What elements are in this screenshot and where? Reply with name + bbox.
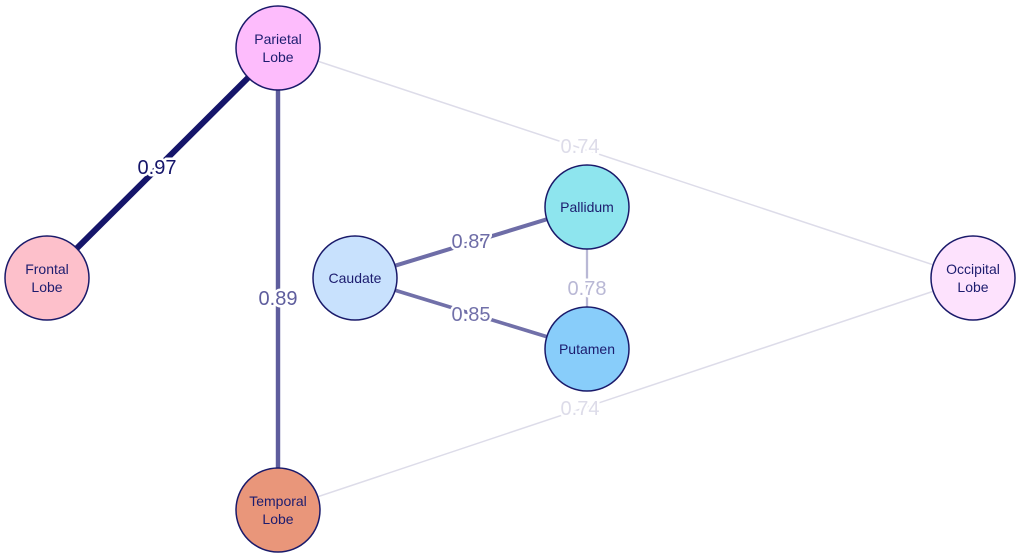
node-label: Temporal — [249, 493, 307, 509]
node-label: Parietal — [254, 31, 301, 47]
edge-parietal-frontal — [44, 45, 281, 281]
node-label: Lobe — [262, 511, 293, 527]
edge-label-parietal-frontal: 0.97 — [138, 157, 177, 179]
node-circle[interactable] — [235, 5, 321, 91]
node-label: Lobe — [31, 279, 62, 295]
edge-label-parietal-temporal: 0.89 — [259, 288, 298, 310]
node-label: Frontal — [25, 261, 69, 277]
node-label: Putamen — [559, 341, 615, 357]
node-label: Occipital — [946, 261, 1000, 277]
node-caudate[interactable]: Caudate — [312, 235, 398, 321]
edge-label-caudate-putamen: 0.85 — [452, 304, 491, 326]
node-label: Caudate — [329, 270, 382, 286]
node-circle[interactable] — [312, 235, 398, 321]
node-putamen[interactable]: Putamen — [544, 306, 630, 392]
edge-parietal-occipital — [277, 47, 974, 279]
edge-label-pallidum-putamen: 0.78 — [568, 278, 607, 300]
node-circle[interactable] — [544, 164, 630, 250]
node-label: Lobe — [262, 49, 293, 65]
node-circle[interactable] — [930, 235, 1016, 321]
node-label: Lobe — [957, 279, 988, 295]
node-circle[interactable] — [235, 467, 321, 553]
edge-label-parietal-occipital: 0.74 — [561, 136, 600, 158]
nodes: ParietalLobeFrontalLobeCaudatePallidumPu… — [4, 5, 1016, 553]
edge-temporal-occipital — [277, 277, 974, 511]
edge-labels: 0.74 0.74 0.78 0.85 0.87 0.89 0.97 — [135, 134, 609, 423]
node-circle[interactable] — [4, 235, 90, 321]
node-circle[interactable] — [544, 306, 630, 392]
edges — [44, 45, 974, 511]
node-pallidum[interactable]: Pallidum — [544, 164, 630, 250]
node-label: Pallidum — [560, 199, 614, 215]
edge-label-caudate-pallidum: 0.87 — [452, 231, 491, 253]
edge-label-temporal-occipital: 0.74 — [561, 398, 600, 420]
